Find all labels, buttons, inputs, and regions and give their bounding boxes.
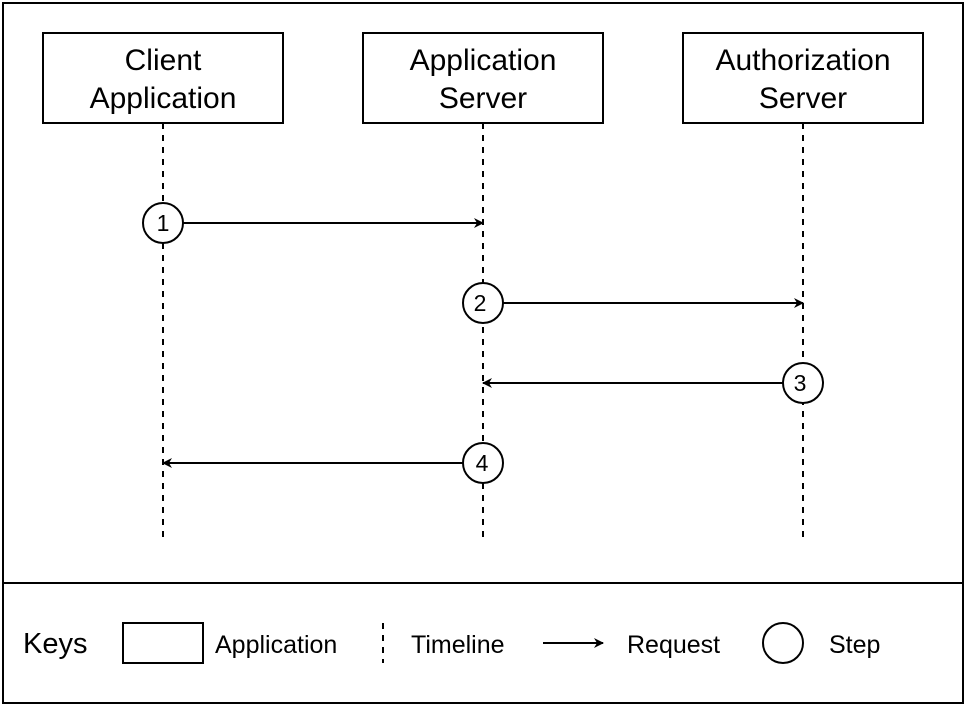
step-circle bbox=[782, 362, 824, 404]
key-application-label: Application bbox=[215, 631, 337, 659]
step-number: 3 bbox=[794, 370, 807, 396]
participant-client: Client Application bbox=[42, 32, 284, 124]
participant-label-line-2: Application bbox=[90, 82, 237, 115]
participant-label-line-1: Application bbox=[410, 44, 557, 77]
step-1: 1 bbox=[142, 202, 484, 244]
step-circle bbox=[142, 202, 184, 244]
step-4: 4 bbox=[162, 442, 504, 484]
step-2: 2 bbox=[462, 282, 804, 324]
participant-label-line-2: Server bbox=[759, 82, 847, 115]
participant-authserver: Authorization Server bbox=[682, 32, 924, 124]
key-step-label: Step bbox=[829, 631, 880, 659]
step-number: 2 bbox=[474, 290, 487, 316]
key-application-swatch bbox=[122, 622, 204, 664]
keys-title: Keys bbox=[23, 628, 87, 660]
participant-box bbox=[682, 32, 924, 124]
key-timeline-label: Timeline bbox=[411, 631, 505, 659]
participant-label-line-2: Server bbox=[439, 82, 527, 115]
participant-label-line-1: Authorization bbox=[715, 44, 890, 77]
step-number: 4 bbox=[476, 450, 489, 476]
participant-label-line-1: Client bbox=[125, 44, 202, 77]
step-number: 1 bbox=[157, 210, 170, 236]
key-step-swatch bbox=[762, 622, 804, 664]
step-circle bbox=[462, 442, 504, 484]
participant-box bbox=[42, 32, 284, 124]
key-request-label: Request bbox=[627, 631, 720, 659]
participant-appserver: Application Server bbox=[362, 32, 604, 124]
keys-legend: Keys Application Timeline Request Step bbox=[23, 622, 880, 664]
keys-frame bbox=[2, 582, 964, 704]
step-3: 3 bbox=[482, 362, 824, 404]
step-circle bbox=[462, 282, 504, 324]
